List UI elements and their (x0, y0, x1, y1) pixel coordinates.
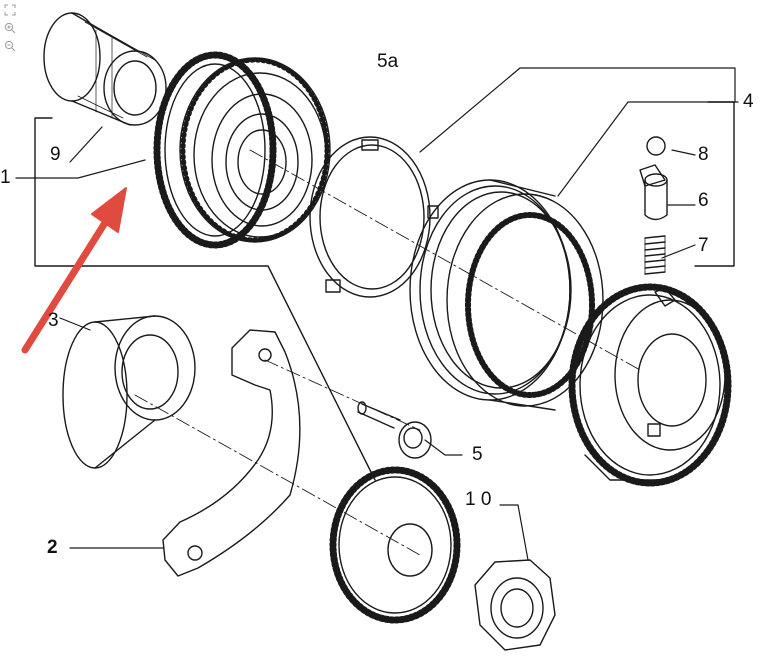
part-9-bushing (43, 12, 167, 126)
label-part-2: 2 (47, 537, 58, 558)
label-part-5: 5 (472, 444, 483, 465)
label-part-1: 1 (0, 167, 11, 188)
viewer-toolbar (2, 2, 20, 54)
fit-page-icon (4, 4, 16, 16)
label-part-7: 7 (698, 235, 709, 256)
part-4-sliding-sleeve (409, 179, 604, 411)
label-part-3: 3 (48, 310, 59, 331)
part-5-bolt (357, 401, 432, 459)
red-arrow-annotation (21, 187, 127, 354)
zoom-out-button[interactable] (2, 38, 18, 54)
label-part-10: 1 0 (465, 489, 491, 510)
part-7-spring (644, 235, 666, 275)
leader-lines (15, 67, 739, 561)
zoom-out-icon (4, 40, 16, 52)
zoom-in-button[interactable] (2, 20, 18, 36)
part-6-plunger (639, 164, 668, 221)
part-3-hub-gear (568, 283, 732, 487)
part-labels: 5a 4 8 6 7 9 1 3 2 5 1 0 (0, 51, 754, 558)
part-3-bearing (62, 315, 196, 469)
label-part-4: 4 (743, 91, 754, 112)
part-1-gear (153, 51, 331, 249)
assembly-bracket-left (34, 117, 376, 481)
label-part-8: 8 (698, 144, 709, 165)
part-10-nut (474, 559, 556, 651)
zoom-in-icon (4, 22, 16, 34)
part-10-small-gear (329, 466, 461, 624)
part-2-plate (162, 329, 301, 577)
label-part-6: 6 (698, 190, 709, 211)
part-8-ball (646, 136, 666, 156)
fit-page-button[interactable] (2, 2, 18, 18)
label-part-9: 9 (50, 144, 61, 165)
label-part-5a: 5a (377, 51, 399, 72)
